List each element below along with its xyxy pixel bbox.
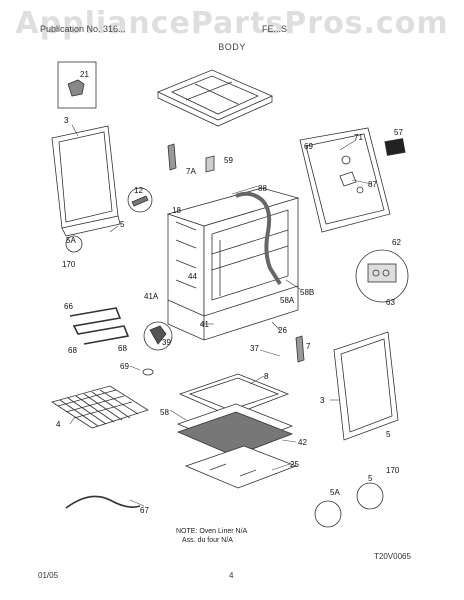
callout-68-left: 68: [68, 346, 77, 355]
bake-element: [69, 307, 130, 345]
callout-42: 42: [298, 438, 307, 447]
callout-3: 3: [64, 116, 69, 125]
insulation: [235, 191, 282, 286]
callout-67: 67: [140, 506, 149, 515]
callout-41a: 41A: [144, 292, 159, 301]
part-5a-circle: [314, 500, 342, 528]
section-title: BODY: [218, 42, 246, 52]
part-5-circle: [356, 482, 384, 510]
callout-69-lower: 69: [120, 362, 129, 371]
callout-88: 88: [258, 184, 267, 193]
leader-lines: [69, 124, 373, 507]
footer-page: 4: [229, 571, 234, 580]
watermark: AppliancePartsPros.com: [15, 6, 449, 41]
callout-18: 18: [172, 206, 181, 215]
callout-170-right: 170: [386, 466, 400, 475]
footer-date: 01/05: [38, 571, 59, 580]
callout-3-right: 3: [320, 396, 325, 405]
part-5a-left-circle: [65, 235, 83, 253]
callout-71: 71: [354, 133, 363, 142]
callout-7a: 7A: [186, 167, 196, 176]
oven-cabinet: [166, 187, 300, 341]
callout-5-lower: 5: [368, 474, 373, 483]
callout-5a: 5A: [66, 236, 76, 245]
callout-5a-lower: 5A: [330, 488, 340, 497]
callout-68-right: 68: [118, 344, 127, 353]
callout-26: 26: [278, 326, 287, 335]
part-12-circle: [127, 187, 153, 213]
part-57: [384, 138, 406, 156]
callout-5: 5: [120, 220, 125, 229]
callout-62: 62: [392, 238, 401, 247]
right-side-panel: [333, 331, 399, 441]
callout-25: 25: [290, 460, 299, 469]
callout-4: 4: [56, 420, 61, 429]
callout-57: 57: [394, 128, 403, 137]
diagram-code: T20V0065: [374, 552, 411, 561]
callout-58b: 58B: [300, 288, 315, 297]
callout-44: 44: [188, 272, 197, 281]
callout-8: 8: [264, 372, 269, 381]
callout-87: 87: [368, 180, 377, 189]
callout-63: 63: [386, 298, 395, 307]
note-line-2: Ass. du four N/A: [182, 537, 233, 544]
callout-41: 41: [200, 320, 209, 329]
callout-21: 21: [80, 70, 89, 79]
left-side-panel: [51, 125, 121, 237]
broil-pan-stack: [176, 373, 298, 489]
top-panel: [157, 69, 273, 127]
back-panel: [299, 127, 391, 233]
part-62-circle: [355, 249, 409, 303]
callout-170: 170: [62, 260, 76, 269]
broil-element: [65, 495, 141, 509]
callout-5-right: 5: [386, 430, 391, 439]
header-model: FE...S: [262, 24, 288, 34]
note-line-1: NOTE: Oven Liner N/A: [176, 528, 248, 535]
callout-12: 12: [134, 186, 143, 195]
callout-69: 69: [304, 142, 313, 151]
hinge-7: [295, 335, 305, 363]
callout-7: 7: [306, 342, 311, 351]
callout-66: 66: [64, 302, 73, 311]
hinge-7a: [167, 143, 177, 171]
header-publication: Publication No. 316...: [40, 24, 126, 34]
callout-39: 39: [162, 338, 171, 347]
oven-rack: [51, 385, 149, 429]
part-59: [205, 155, 215, 173]
part-21-box: [57, 61, 97, 109]
part-69: [142, 368, 154, 376]
callout-58a: 58A: [280, 296, 295, 305]
callout-37: 37: [250, 344, 259, 353]
part-39-circle: [143, 321, 173, 351]
callout-59: 59: [224, 156, 233, 165]
callout-58: 58: [160, 408, 169, 417]
